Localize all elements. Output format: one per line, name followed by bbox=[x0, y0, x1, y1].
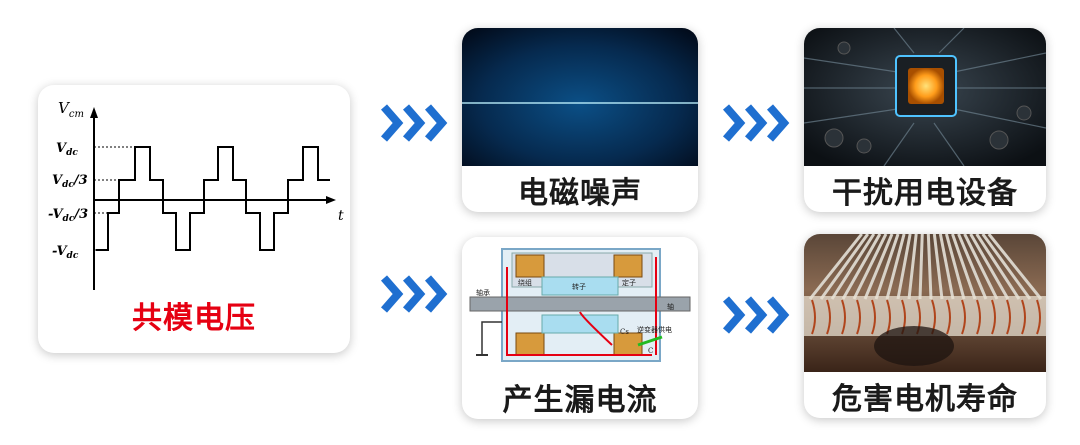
svg-text:轴: 轴 bbox=[667, 302, 674, 311]
waveform-line bbox=[96, 146, 330, 251]
motor-winding-image bbox=[804, 234, 1046, 372]
svg-text:C: C bbox=[648, 347, 653, 355]
sound-wave-image bbox=[462, 28, 698, 166]
x-axis-label: t bbox=[338, 208, 344, 224]
leakage-card: 绕组 定子 转子 轴承 轴 逆变器供电 Cs C 产生漏电流 bbox=[462, 237, 698, 419]
tick-neg-vdc-3: -Vdc/3 bbox=[48, 207, 88, 224]
waveform-chart: Vcm t Vdc Vdc/3 -Vdc/3 -Vdc bbox=[48, 99, 344, 290]
tick-vdc-3: Vdc/3 bbox=[52, 173, 88, 190]
svg-text:Cs: Cs bbox=[620, 328, 629, 336]
svg-text:逆变器供电: 逆变器供电 bbox=[637, 325, 672, 334]
svg-text:轴承: 轴承 bbox=[476, 288, 490, 297]
chip-image bbox=[804, 28, 1046, 166]
life-caption: 危害电机寿命 bbox=[832, 382, 1018, 417]
tick-neg-vdc: -Vdc bbox=[52, 244, 79, 261]
leakage-caption: 产生漏电流 bbox=[502, 383, 658, 418]
y-axis-label: Vcm bbox=[58, 99, 84, 120]
svg-text:定子: 定子 bbox=[622, 278, 636, 287]
svg-text:绕组: 绕组 bbox=[518, 278, 532, 287]
waveform-caption: 共模电压 bbox=[132, 301, 256, 336]
arrow-to-leakage bbox=[380, 275, 448, 313]
motor-cross-section: 绕组 定子 转子 轴承 轴 逆变器供电 Cs C bbox=[462, 237, 698, 371]
tick-vdc: Vdc bbox=[56, 141, 78, 158]
device-caption: 干扰用电设备 bbox=[832, 176, 1018, 211]
arrow-to-device bbox=[722, 104, 790, 142]
arrow-to-noise bbox=[380, 104, 448, 142]
life-card: 危害电机寿命 bbox=[804, 234, 1046, 418]
svg-text:转子: 转子 bbox=[572, 282, 586, 291]
arrow-to-life bbox=[722, 296, 790, 334]
noise-caption: 电磁噪声 bbox=[518, 176, 642, 211]
waveform-card: Vcm t Vdc Vdc/3 -Vdc/3 -Vdc 共模电压 bbox=[38, 85, 350, 353]
device-card: 干扰用电设备 bbox=[804, 28, 1046, 212]
noise-card: 电磁噪声 bbox=[462, 28, 698, 212]
